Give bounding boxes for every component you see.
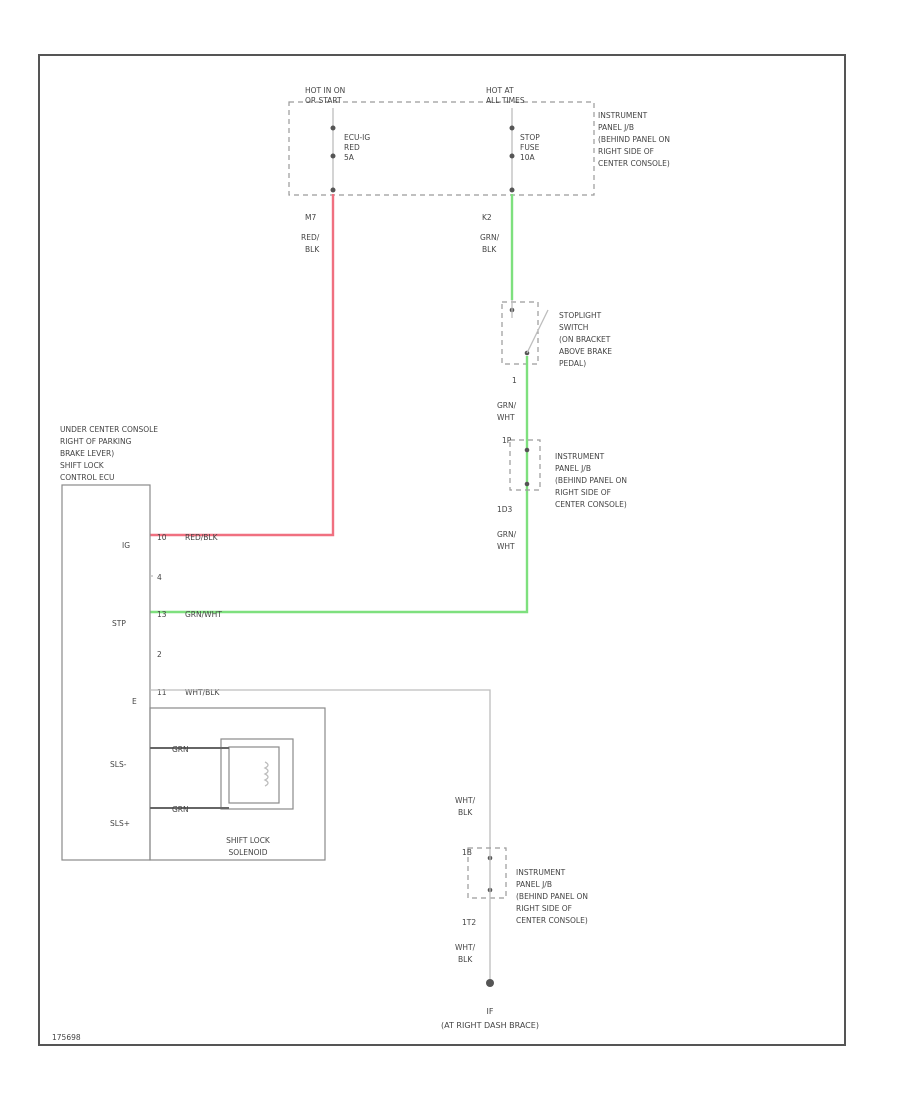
hot-in-on-label-2: OR START (305, 96, 342, 105)
hot-at-all-label: HOT AT (486, 86, 514, 95)
ip-jb-bot-l3: (BEHIND PANEL ON (516, 892, 588, 901)
ip-jb-bot-l2: PANEL J/B (516, 880, 552, 889)
pin-stp-wire: GRN/WHT (185, 610, 222, 619)
solenoid-coil-box (228, 746, 280, 804)
stoplight-l2: SWITCH (559, 323, 588, 332)
ip-jb-mid-bottom-dot (524, 481, 530, 487)
stoplight-switch-outline (501, 301, 539, 365)
fuse-ecu-mid-dot (330, 153, 336, 159)
ip-jb-bot-l4: RIGHT SIDE OF (516, 904, 572, 913)
wire-red-pin: M7 (305, 213, 316, 222)
pin-num4: 4 (157, 573, 162, 582)
fuse-ecu-top-dot (330, 125, 336, 131)
fuse-stop-type: FUSE (520, 143, 540, 152)
pin-num2: 2 (157, 650, 162, 659)
fuse-box-outline (288, 101, 595, 196)
solenoid-l1: SHIFT LOCK (226, 836, 271, 845)
fuse-stop-bottom-dot (509, 187, 515, 193)
sls-w2: GRN (172, 805, 189, 814)
ip-jb-top-l1: INSTRUMENT (598, 111, 648, 120)
shift-lock-ecu-box (61, 484, 151, 861)
ip-jb-top-l5: CENTER CONSOLE) (598, 159, 670, 168)
ecu-l5: CONTROL ECU (60, 473, 114, 482)
stoplight-l4: ABOVE BRAKE (559, 347, 612, 356)
ecu-l3: BRAKE LEVER) (60, 449, 114, 458)
solenoid-l2: SOLENOID (228, 848, 267, 857)
wire-green-color-1: GRN/ (480, 233, 500, 242)
wht-blk1-c1: WHT/ (455, 796, 476, 805)
ip-jb-mid-pin: 1P (502, 436, 512, 445)
pin-ig-num: 10 (157, 533, 167, 542)
pin-e: E (132, 697, 137, 706)
pin-ig: IG (122, 541, 130, 550)
fuse-stop-rating: 10A (520, 153, 536, 162)
ecu-l4: SHIFT LOCK (60, 461, 105, 470)
ip-jb-mid-l1: INSTRUMENT (555, 452, 605, 461)
grn-wht1-c1: GRN/ (497, 401, 517, 410)
pin-sls-minus: SLS- (110, 760, 127, 769)
ecu-l2: RIGHT OF PARKING (60, 437, 132, 446)
ip-jb-mid-l4: RIGHT SIDE OF (555, 488, 611, 497)
ip-jb-mid-top-dot (524, 447, 530, 453)
ip-jb-mid-l2: PANEL J/B (555, 464, 591, 473)
wht-blk2-c2: BLK (458, 955, 473, 964)
wht-blk1-c2: BLK (458, 808, 473, 817)
wire-green-color-2: BLK (482, 245, 497, 254)
ip-jb-bot-l1: INSTRUMENT (516, 868, 566, 877)
wire-red-blk (150, 194, 335, 537)
stoplight-l5: PEDAL) (559, 359, 586, 368)
pin-stp-num: 13 (157, 610, 167, 619)
wire-green-pin: K2 (482, 213, 492, 222)
wire-red-color-1: RED/ (301, 233, 320, 242)
fuse-ecu-color: RED (344, 143, 360, 152)
pin-e-wire: WHT/BLK (185, 688, 220, 697)
fuse-stop-top-dot (509, 125, 515, 131)
ip-jb-bot-pin2: 1T2 (462, 918, 476, 927)
ip-jb-bot-l5: CENTER CONSOLE) (516, 916, 588, 925)
grn-wht2-c2: WHT (497, 542, 515, 551)
ground-point-icon (486, 979, 494, 987)
fuse-ecu-bottom-dot (330, 187, 336, 193)
pin-sls-plus: SLS+ (110, 819, 130, 828)
stoplight-l3: (ON BRACKET (559, 335, 611, 344)
ground-id: IF (487, 1007, 494, 1016)
switch-pin: 1 (512, 376, 517, 385)
ip-jb-mid-l5: CENTER CONSOLE) (555, 500, 627, 509)
ip-jb-top-l2: PANEL J/B (598, 123, 634, 132)
hot-in-on-label: HOT IN ON (305, 86, 345, 95)
pin-e-num: 11 (157, 688, 167, 697)
pin-stp: STP (112, 619, 126, 628)
wht-blk2-c1: WHT/ (455, 943, 476, 952)
sls-w1: GRN (172, 745, 189, 754)
ip-jb-bot-outline (467, 847, 507, 899)
wire-grn-wht (150, 356, 529, 614)
fuse-ecu-rating: 5A (344, 153, 355, 162)
grn-wht2-pin: 1D3 (497, 505, 513, 514)
stoplight-l1: STOPLIGHT (559, 311, 602, 320)
wire-red-color-2: BLK (305, 245, 320, 254)
figure-id: 175698 (52, 1033, 81, 1042)
switch-blade (526, 309, 549, 354)
pin-ig-wire: RED/BLK (185, 533, 219, 542)
ip-jb-mid-outline (509, 439, 541, 491)
hot-at-all-label-2: ALL TIMES (486, 96, 525, 105)
fuse-stop-name: STOP (520, 133, 540, 142)
ip-jb-bot-pin: 1B (462, 848, 472, 857)
grn-wht2-c1: GRN/ (497, 530, 517, 539)
fuse-stop-mid-dot (509, 153, 515, 159)
ground-location: (AT RIGHT DASH BRACE) (441, 1021, 539, 1030)
diagram-frame (38, 54, 846, 1046)
solenoid-coil-icon (263, 761, 269, 787)
ip-jb-top-l4: RIGHT SIDE OF (598, 147, 654, 156)
grn-wht1-c2: WHT (497, 413, 515, 422)
fuse-ecu-name: ECU-IG (344, 133, 370, 142)
wire-wht-blk (150, 689, 491, 850)
ip-jb-top-l3: (BEHIND PANEL ON (598, 135, 670, 144)
solenoid-outer-box (149, 707, 326, 861)
ecu-l1: UNDER CENTER CONSOLE (60, 425, 158, 434)
ip-jb-mid-l3: (BEHIND PANEL ON (555, 476, 627, 485)
solenoid-inner-box (220, 738, 294, 810)
